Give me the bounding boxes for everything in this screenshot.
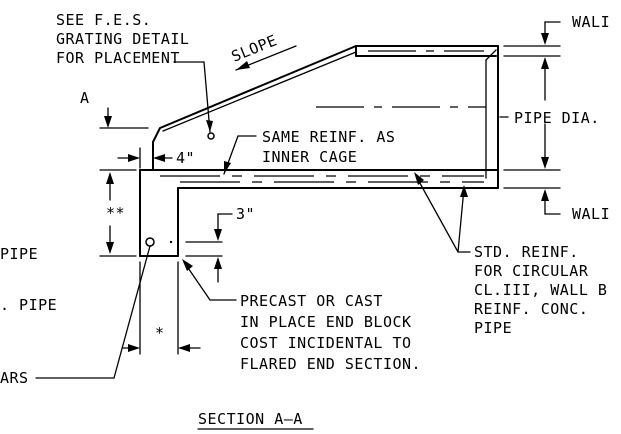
- label-pipe-dia: PIPE DIA.: [514, 109, 600, 127]
- precast-leader: [183, 261, 237, 301]
- label-wall-bottom: WALI: [572, 205, 610, 223]
- label-pipe-left-2: . PIPE: [0, 296, 57, 314]
- label-precast-1: PRECAST OR CAST: [240, 292, 383, 310]
- concrete-outline: [139, 45, 499, 257]
- label-std-reinf-2: FOR CIRCULAR: [474, 262, 589, 280]
- label-same-reinf-1: SAME REINF. AS: [262, 128, 395, 146]
- label-precast-3: COST INCIDENTAL TO: [240, 334, 412, 352]
- label-fes-3: FOR PLACEMENT: [56, 49, 180, 67]
- label-std-reinf-1: STD. REINF.: [474, 243, 579, 261]
- bars-leader: [35, 245, 151, 379]
- label-std-reinf-3: CL.III, WALL B: [474, 281, 607, 299]
- label-precast-4: FLARED END SECTION.: [240, 355, 421, 373]
- grating-point: [207, 132, 215, 140]
- reinforcement-lines: [160, 50, 486, 183]
- label-wall-top: WALI: [572, 13, 610, 31]
- label-precast-2: IN PLACE END BLOCK: [240, 313, 412, 331]
- label-slope: SLOPE: [229, 31, 280, 66]
- label-double-star: **: [106, 204, 125, 222]
- std-reinf-leader-2: [457, 187, 465, 253]
- section-title: SECTION A–A: [198, 410, 303, 428]
- bar-symbol: [145, 237, 155, 247]
- label-3in: 3": [236, 205, 255, 223]
- label-bars-left: ARS: [0, 369, 29, 387]
- bar-dot: [169, 240, 173, 244]
- label-pipe-left-1: PIPE: [0, 245, 38, 263]
- label-same-reinf-2: INNER CAGE: [262, 148, 357, 166]
- label-a: A: [80, 89, 90, 107]
- fes-leader: [173, 61, 211, 133]
- label-std-reinf-5: PIPE: [474, 319, 512, 337]
- label-fes-1: SEE F.E.S.: [56, 11, 151, 29]
- same-reinf-leader: [223, 135, 257, 175]
- label-single-star: *: [155, 324, 165, 342]
- label-fes-2: GRATING DETAIL: [56, 30, 189, 48]
- label-4in: 4": [176, 149, 195, 167]
- label-std-reinf-4: REINF. CONC.: [474, 300, 588, 318]
